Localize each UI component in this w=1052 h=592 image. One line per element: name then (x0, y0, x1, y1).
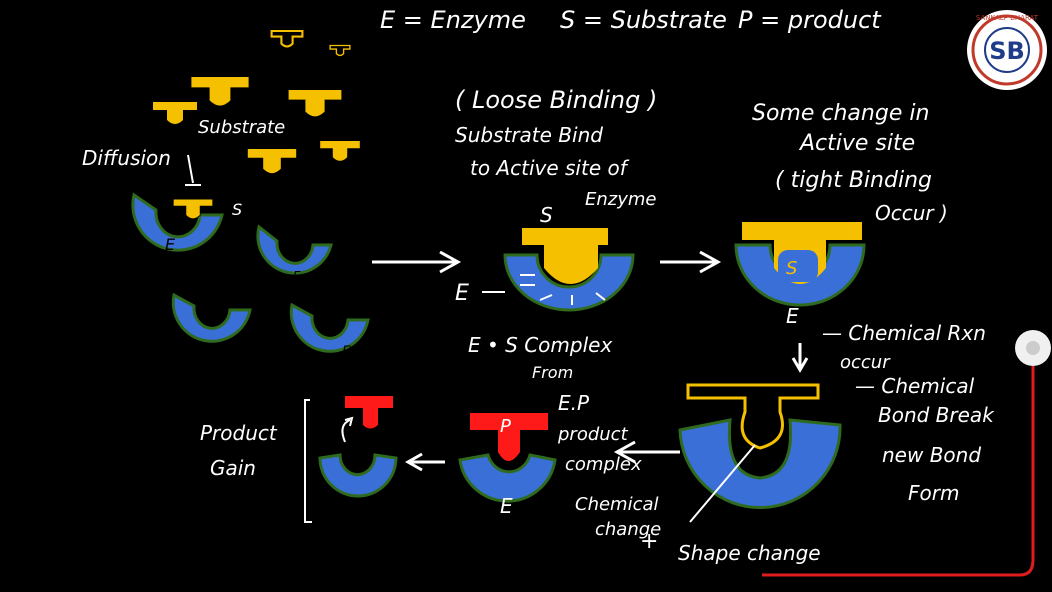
label-es-from: From (532, 363, 573, 382)
logo: SB SANKALP BHARAT (967, 10, 1047, 90)
legend-substrate: S = Substrate (560, 6, 727, 34)
enzyme-letter-3: E (222, 343, 231, 359)
legend-enzyme: E = Enzyme (380, 6, 526, 34)
pen-cable (762, 330, 1051, 577)
logo-ring-text: SANKALP BHARAT (976, 14, 1039, 22)
ep-complex: P E (458, 413, 557, 518)
p-letter: P (500, 416, 511, 437)
label-loose-line1: Substrate Bind (455, 123, 603, 147)
label-chemical-change-3: + (640, 529, 658, 554)
label-s-2: S (540, 203, 553, 227)
enzyme-shape-change (678, 383, 842, 509)
label-substrate: Substrate (198, 117, 285, 138)
label-loose-binding: ( Loose Binding ) (455, 86, 657, 114)
label-chemical-change-1: Chemical (575, 494, 659, 515)
label-chemical-change-2: change (595, 519, 661, 540)
label-chem-bond-1: — Chemical (855, 374, 975, 398)
enzyme-letter-1: E (165, 235, 176, 254)
label-es-complex: E • S Complex (468, 333, 612, 357)
label-e-arrow: E (455, 281, 469, 306)
label-product-gain-1: Product (200, 421, 278, 445)
arrow-step-4 (613, 440, 680, 464)
label-chem-bond-2: Bond Break (878, 403, 995, 427)
arrow-step-3 (791, 343, 809, 373)
es-complex-loose: E (455, 228, 635, 312)
label-some-change-1: Some change in (752, 101, 929, 126)
enzyme-group-free: E S E E E (131, 192, 370, 360)
arrow-step-5 (404, 452, 445, 472)
es-complex-tight: S E (734, 222, 866, 328)
label-chem-rxn-1: — Chemical Rxn (822, 321, 986, 345)
label-diffusion: Diffusion (82, 146, 171, 170)
label-s-small: S (232, 200, 242, 219)
label-ep-complex-1: E.P (558, 391, 590, 415)
arrow-step-1 (372, 250, 462, 274)
e-in-enzyme-3: E (786, 304, 799, 328)
enzyme-letter-4: E (342, 344, 351, 360)
label-chem-rxn-2: occur (840, 352, 891, 373)
label-ep-complex-2: product (557, 424, 629, 445)
s-in-enzyme: S (786, 258, 797, 279)
label-new-bond-2: Form (908, 481, 959, 505)
e-in-ep: E (500, 494, 513, 518)
arrow-step-2 (660, 250, 722, 274)
label-shape-change: Shape change (678, 541, 821, 565)
label-loose-line3: Enzyme (585, 189, 657, 210)
label-product-gain-2: Gain (210, 456, 256, 480)
logo-mark: SB (989, 37, 1025, 65)
label-some-change-2: Active site (798, 131, 915, 156)
label-ep-complex-3: complex (565, 454, 642, 475)
product-release (318, 396, 398, 498)
substrate-cluster (153, 29, 360, 174)
label-tight-1: ( tight Binding (775, 168, 932, 193)
legend-product: P = product (738, 6, 882, 34)
label-loose-line2: to Active site of (470, 156, 630, 180)
label-tight-2: Occur ) (875, 201, 948, 225)
label-new-bond-1: new Bond (882, 443, 981, 467)
enzyme-letter-2: E (293, 269, 301, 283)
